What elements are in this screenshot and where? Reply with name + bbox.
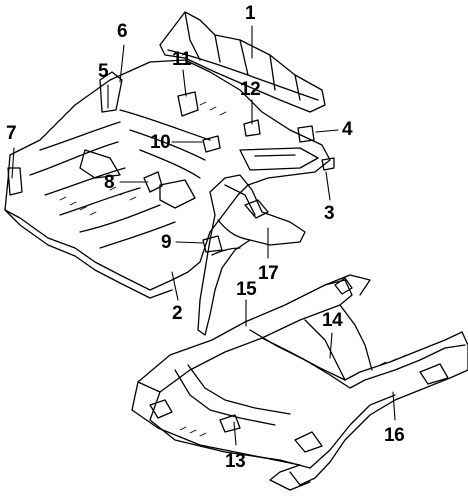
- callout-12: 12: [240, 79, 261, 100]
- callout-15: 15: [236, 279, 257, 300]
- callout-10: 10: [150, 132, 171, 153]
- callout-9: 9: [161, 232, 172, 253]
- callout-11: 11: [172, 49, 192, 70]
- shading: [59, 101, 407, 437]
- bracket-9: [202, 235, 223, 253]
- leader-lines: [11, 25, 396, 446]
- callout-13: 13: [225, 451, 246, 472]
- callout-4: 4: [342, 119, 353, 140]
- rear-body-panel: [159, 11, 326, 113]
- callout-1: 1: [245, 3, 256, 24]
- callout-17: 17: [258, 263, 279, 284]
- callout-5: 5: [98, 61, 109, 82]
- crossmember-assembly: [131, 274, 468, 491]
- rear-floor-pan: [4, 59, 335, 299]
- callout-7: 7: [6, 123, 17, 144]
- wheelhouse: [197, 174, 306, 336]
- callout-6: 6: [117, 21, 128, 42]
- callout-2: 2: [172, 303, 183, 324]
- callout-8: 8: [104, 172, 115, 193]
- callout-16: 16: [384, 425, 405, 446]
- callout-14: 14: [322, 310, 343, 331]
- callout-3: 3: [324, 203, 335, 224]
